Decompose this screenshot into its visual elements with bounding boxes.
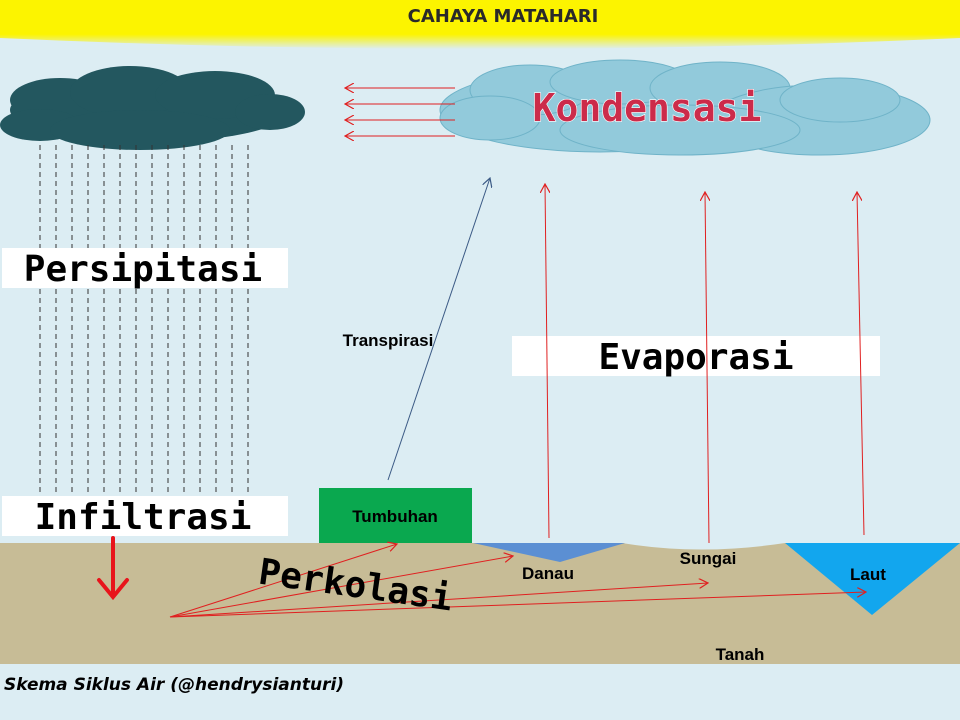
perkolasi-arrows (169, 544, 866, 618)
infiltrasi-arrow (97, 536, 129, 601)
danau-label: Danau (522, 564, 574, 583)
tanah-label: Tanah (716, 645, 765, 664)
river (622, 543, 785, 550)
transpirasi-label: Transpirasi (343, 331, 434, 350)
sun-band (0, 0, 960, 49)
sun-label: CAHAYA MATAHARI (408, 6, 599, 27)
caption: Skema Siklus Air (@hendrysianturi) (4, 675, 344, 695)
condensation-cloud (439, 59, 931, 156)
tumbuhan-box (319, 488, 472, 543)
evaporasi-box (512, 336, 880, 376)
evaporasi-label: Evaporasi (598, 337, 793, 378)
persipitasi-label: Persipitasi (24, 249, 262, 290)
evaporasi-arrows (545, 184, 865, 544)
infiltrasi-label: Infiltrasi (35, 497, 252, 538)
rain-cloud (0, 66, 305, 150)
lake (473, 543, 625, 562)
transpirasi-arrow (387, 178, 490, 481)
sea (785, 543, 960, 615)
persipitasi-box (2, 248, 288, 288)
tumbuhan-label: Tumbuhan (352, 507, 438, 526)
ground (0, 543, 960, 664)
laut-label: Laut (850, 565, 886, 584)
infiltrasi-box (2, 496, 288, 536)
rain-lines (39, 145, 249, 495)
condensation-flow-arrows (345, 88, 455, 136)
kondensasi-label: Kondensasi (533, 86, 762, 130)
sungai-label: Sungai (680, 549, 737, 568)
